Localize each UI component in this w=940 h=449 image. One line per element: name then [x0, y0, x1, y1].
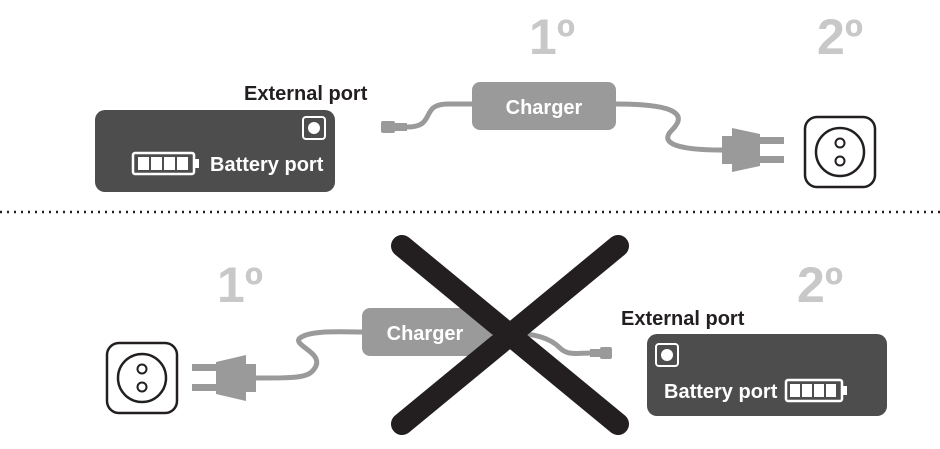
plug-icon	[192, 355, 256, 401]
incorrect-setup: 1º 2º Charger External	[105, 235, 887, 435]
external-port-label: External port	[621, 308, 745, 330]
cable	[406, 101, 472, 130]
external-port-icon	[655, 343, 679, 367]
wall-outlet-icon	[105, 341, 179, 415]
cable	[255, 329, 363, 381]
correct-setup: 1º 2º External port Battery port	[95, 9, 877, 192]
battery-port-label: Battery port	[210, 154, 324, 176]
plug-icon	[722, 128, 784, 172]
external-port-label: External port	[244, 83, 368, 105]
step-second-number: 2º	[797, 257, 843, 313]
wall-outlet-icon	[803, 115, 877, 189]
cross-mark-icon	[391, 235, 629, 435]
cable-connector-icon	[381, 121, 407, 133]
device-body: Battery port	[95, 110, 335, 192]
step-second-number: 2º	[817, 9, 863, 65]
step-first-number: 1º	[529, 9, 575, 65]
cable	[615, 101, 733, 153]
battery-port-label: Battery port	[664, 381, 778, 403]
external-port-icon	[302, 116, 326, 140]
charger-label: Charger	[387, 323, 464, 345]
charger-body	[472, 82, 616, 130]
charger-label: Charger	[506, 97, 583, 119]
charger: Charger	[381, 82, 733, 153]
cable-connector-icon	[590, 347, 612, 359]
device-body: Battery port	[647, 334, 887, 416]
battery-icon	[784, 378, 847, 403]
step-first-number: 1º	[217, 257, 263, 313]
battery-icon	[131, 151, 199, 176]
charger-body	[362, 308, 492, 356]
